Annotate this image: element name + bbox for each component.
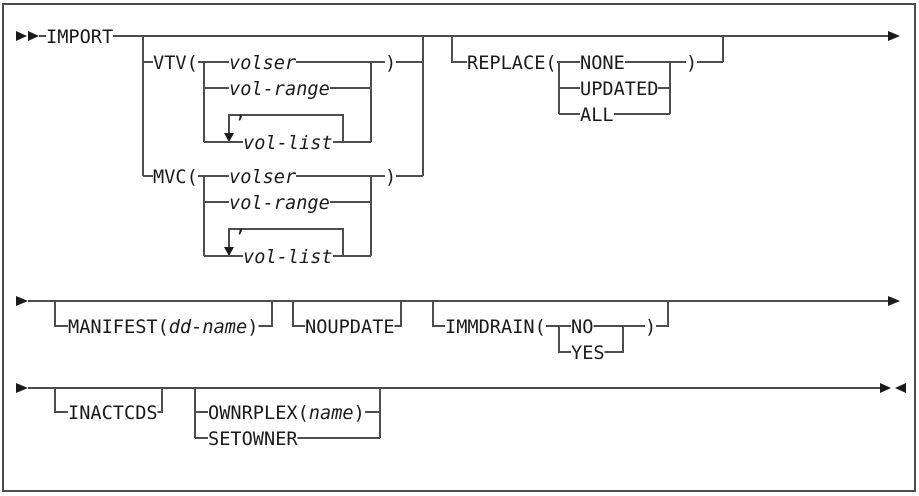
option-all: ALL: [580, 104, 614, 126]
option-yes: YES: [571, 342, 605, 364]
repeat-arrow-icon: [224, 247, 234, 256]
option-none: NONE: [580, 52, 625, 74]
start-arrow-icon: [16, 31, 27, 41]
inactcds-option: INACTCDS: [54, 388, 163, 424]
rail-repeat-loop: [228, 228, 344, 256]
rail-repeat-loop: [228, 114, 344, 142]
repeat-arrow-icon: [224, 133, 234, 142]
keyword-noupdate: NOUPDATE: [305, 316, 395, 338]
vtv-close-paren: ): [385, 52, 396, 74]
row-start-arrow-icon: [16, 296, 28, 306]
manifest-option: MANIFEST( dd-name ): [54, 301, 273, 338]
figure-border: [2, 3, 916, 492]
keyword-ownrplex-open: OWNRPLEX(: [208, 402, 309, 424]
end-arrow-icon: [895, 383, 906, 393]
ownrplex-close-paren: ): [354, 402, 365, 424]
keyword-inactcds: INACTCDS: [68, 402, 158, 424]
replace-close-paren: ): [686, 52, 697, 74]
keyword-vtv-open: VTV(: [153, 52, 198, 74]
manifest-close-paren: ): [247, 316, 258, 338]
rail-segment: [558, 326, 571, 353]
immdrain-close-paren: ): [645, 316, 656, 338]
variable-vol-range: vol-range: [229, 192, 330, 214]
ownrplex-setowner-group: OWNRPLEX( name ) SETOWNER: [194, 388, 381, 450]
keyword-replace-open: REPLACE(: [467, 52, 557, 74]
mvc-branch: MVC( volser vol-range , vol-list ): [143, 166, 423, 268]
keyword-mvc-open: MVC(: [153, 166, 198, 188]
keyword-import: IMPORT: [46, 26, 113, 48]
rail-segment: [54, 388, 68, 413]
rail-segment: [451, 36, 467, 63]
replace-option-group: REPLACE( NONE UPDATED ALL ): [451, 36, 724, 126]
rail-segment: [54, 301, 68, 327]
syntax-row-1: IMPORT VTV( volser vol-range ,: [16, 26, 900, 268]
variable-name: name: [309, 402, 354, 424]
rail-segment: [258, 301, 273, 327]
mvc-close-paren: ): [385, 166, 396, 188]
rail-segment: [157, 388, 163, 413]
rail-segment: [394, 301, 402, 327]
syntax-row-2: MANIFEST( dd-name ) NOUPDATE IMMDRAIN( N…: [16, 296, 900, 364]
keyword-setowner: SETOWNER: [208, 428, 298, 450]
option-updated: UPDATED: [580, 78, 658, 100]
continue-arrow-icon: [888, 31, 900, 41]
variable-vol-list: vol-list: [243, 132, 333, 154]
start-arrow-icon: [28, 31, 39, 41]
row-start-arrow-icon: [16, 383, 28, 393]
rail-segment: [656, 301, 669, 327]
end-arrow-icon: [880, 383, 891, 393]
immdrain-option: IMMDRAIN( NO YES ): [432, 301, 669, 364]
option-no: NO: [571, 316, 593, 338]
rail-segment: [292, 301, 305, 327]
keyword-manifest-open: MANIFEST(: [68, 316, 169, 338]
continue-arrow-icon: [888, 296, 900, 306]
rail-segment: [604, 326, 624, 353]
variable-vol-list: vol-list: [243, 246, 333, 268]
rail-segment: [432, 301, 445, 327]
variable-dd-name: dd-name: [169, 316, 247, 338]
vtv-mvc-choice-group: VTV( volser vol-range , vol-list ): [142, 36, 424, 268]
variable-volser: volser: [229, 52, 297, 74]
syntax-row-3: INACTCDS OWNRPLEX( name ) SETOWNER: [16, 383, 906, 450]
vtv-branch: VTV( volser vol-range , vol-list ): [143, 52, 423, 154]
repeat-separator: ,: [235, 101, 246, 123]
keyword-immdrain-open: IMMDRAIN(: [445, 316, 546, 338]
variable-vol-range: vol-range: [229, 78, 330, 100]
repeat-separator: ,: [235, 215, 246, 237]
variable-volser: volser: [229, 166, 297, 188]
noupdate-option: NOUPDATE: [292, 301, 402, 338]
